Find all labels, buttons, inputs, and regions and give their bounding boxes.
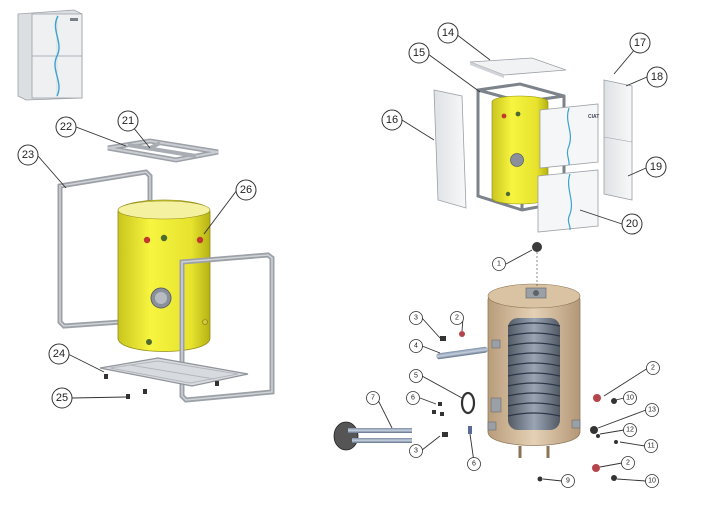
top-frame-22 bbox=[107, 138, 219, 163]
callout-2-left: 2 bbox=[455, 315, 459, 322]
callout-6-lower: 6 bbox=[472, 461, 476, 468]
callout-1: 1 bbox=[497, 261, 501, 268]
callout-19: 19 bbox=[650, 161, 662, 173]
small-fittings bbox=[432, 331, 618, 482]
side-panels-17-18-19 bbox=[603, 79, 633, 201]
callout-4: 4 bbox=[414, 343, 418, 350]
callout-22: 22 bbox=[60, 121, 72, 133]
side-panel-16 bbox=[433, 89, 467, 209]
callout-24: 24 bbox=[53, 348, 65, 360]
front-door-lower-20 bbox=[537, 169, 599, 233]
callout-labels-small: 1 3 2 4 5 6 7 3 6 2 10 13 12 11 2 10 9 bbox=[371, 261, 656, 485]
callout-14: 14 bbox=[442, 27, 454, 39]
callout-2-right-upper: 2 bbox=[651, 365, 655, 372]
callout-2-right-lower: 2 bbox=[626, 460, 630, 467]
callout-13: 13 bbox=[648, 407, 656, 414]
callout-21: 21 bbox=[122, 115, 134, 127]
callout-17: 17 bbox=[634, 37, 646, 49]
callout-9: 9 bbox=[566, 478, 570, 485]
heat-exchanger-coil bbox=[507, 318, 561, 430]
side-frame-front bbox=[179, 252, 275, 403]
callout-5: 5 bbox=[414, 373, 418, 380]
inner-tank-copper bbox=[487, 283, 581, 458]
callout-26: 26 bbox=[240, 184, 252, 196]
callout-3-upper: 3 bbox=[414, 315, 418, 322]
callout-10-upper: 10 bbox=[626, 395, 634, 402]
top-cover-14 bbox=[469, 57, 567, 78]
front-door-upper: CIAT bbox=[539, 103, 599, 169]
callouts-large bbox=[17, 22, 668, 409]
callouts-small bbox=[366, 257, 660, 488]
leader-lines bbox=[37, 33, 649, 482]
callout-23: 23 bbox=[22, 149, 34, 161]
callout-7: 7 bbox=[371, 395, 375, 402]
base-tray-24 bbox=[99, 357, 249, 387]
part-1-knob bbox=[532, 242, 542, 286]
callout-16: 16 bbox=[386, 114, 398, 126]
callout-15: 15 bbox=[413, 47, 425, 59]
callout-10-lower: 10 bbox=[648, 478, 656, 485]
callout-6-upper: 6 bbox=[411, 395, 415, 402]
callout-3-lower: 3 bbox=[414, 448, 418, 455]
storage-tank-yellow bbox=[117, 199, 211, 352]
callout-labels-large: 14 15 16 17 18 19 20 21 22 23 24 25 26 bbox=[22, 27, 663, 404]
callout-20: 20 bbox=[626, 218, 638, 230]
callout-18: 18 bbox=[651, 71, 663, 83]
feet-25 bbox=[104, 374, 219, 399]
callout-11: 11 bbox=[647, 443, 654, 450]
assembled-cabinet-thumbnail bbox=[17, 9, 83, 101]
brand-logo: CIAT bbox=[588, 114, 599, 120]
callout-12: 12 bbox=[626, 427, 634, 434]
callout-25: 25 bbox=[56, 392, 68, 404]
part-4-anode-rod bbox=[436, 346, 488, 360]
part-7-electric-heater bbox=[333, 421, 412, 451]
part-5-gasket bbox=[460, 391, 476, 415]
